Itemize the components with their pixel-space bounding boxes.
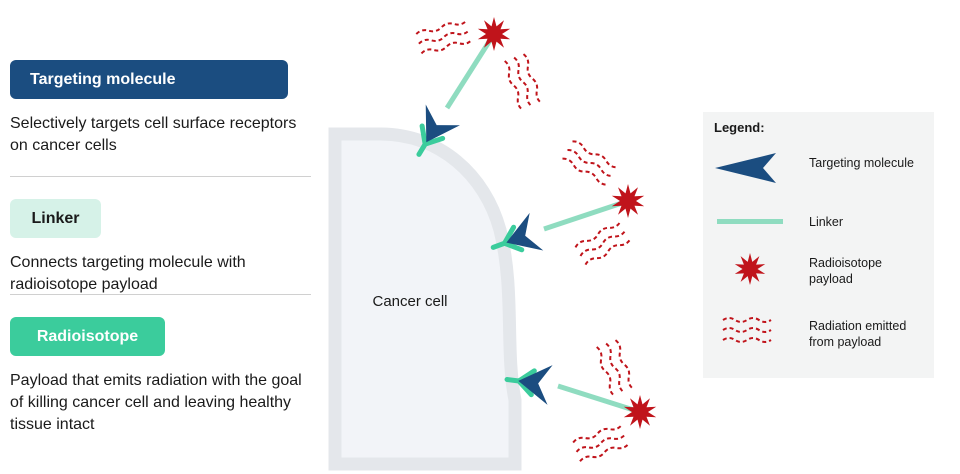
legend: Legend: Targeting molecule Linker Radioi… — [703, 112, 934, 378]
radiation-waves — [572, 424, 630, 462]
targeting-molecule-icon — [715, 153, 776, 183]
radioisotope-payload — [623, 395, 657, 429]
radiation-wave — [596, 346, 616, 397]
radioisotope-star-shape — [734, 253, 766, 285]
targeting-molecule-description: Selectively targets cell surface recepto… — [10, 115, 297, 154]
linker — [444, 32, 497, 110]
radiation-wave — [614, 339, 634, 390]
receptor-arms — [416, 123, 446, 157]
radioligand-diagram: Cancer cell — [328, 17, 657, 471]
radiation-waves — [504, 53, 542, 111]
radiation-wave — [504, 60, 524, 111]
legend-label-radiation: Radiation emitted from payload — [809, 319, 907, 349]
receptor-arms — [504, 368, 537, 398]
radiation-wave — [420, 39, 473, 55]
receptor-arms — [490, 224, 525, 253]
legend-label-targeting: Targeting molecule — [809, 156, 914, 170]
radiation-wave — [584, 238, 632, 266]
radiation-waves — [596, 339, 634, 397]
targeting-molecule — [506, 212, 544, 251]
radiation-wave — [415, 19, 468, 35]
linker-heading: Linker — [10, 199, 101, 238]
radiation-wave — [418, 29, 470, 45]
radiation-wave — [579, 442, 630, 462]
radiation-waves — [574, 220, 632, 266]
legend-label-linker: Linker — [809, 215, 844, 229]
conjugate — [415, 17, 542, 157]
conjugate — [504, 339, 657, 462]
radiation-wave — [579, 229, 627, 257]
conjugates — [415, 17, 657, 462]
radiation-icon — [722, 317, 772, 343]
targeting-molecule — [425, 104, 460, 143]
linker-icon — [717, 219, 783, 224]
legend-title: Legend: — [714, 120, 765, 135]
divider — [10, 294, 311, 295]
radioisotope-payload — [477, 17, 511, 51]
radiation-wave — [562, 157, 608, 186]
radioisotope-payload-icon — [734, 253, 766, 285]
radiation-waves — [562, 140, 618, 186]
radiation-waves — [415, 19, 473, 55]
linker-description: Connects targeting molecule with radiois… — [10, 254, 246, 293]
targeting-molecule — [518, 365, 553, 405]
radiation-wave — [574, 220, 622, 248]
receptor — [504, 368, 537, 398]
receptor — [490, 224, 525, 253]
radiation-wave — [605, 342, 625, 394]
radioisotope-heading: Radioisotope — [10, 317, 165, 356]
radiation-wave — [567, 148, 613, 178]
radioisotope-description: Payload that emits radiation with the go… — [10, 372, 302, 433]
targeting-molecule-heading: Targeting molecule — [10, 60, 288, 99]
radiation-wave — [522, 53, 542, 104]
radioisotope-payload — [611, 184, 645, 218]
radiation-wave — [572, 424, 623, 444]
cancer-cell-label: Cancer cell — [372, 293, 447, 310]
radiation-wave — [575, 433, 627, 453]
legend-icons — [715, 153, 783, 343]
radiation-wave — [513, 56, 533, 108]
legend-label-radioisotope: Radioisotope payload — [809, 256, 882, 286]
radiation-wave — [572, 140, 618, 169]
divider — [10, 176, 311, 177]
conjugate — [490, 140, 645, 266]
receptor — [416, 123, 446, 157]
